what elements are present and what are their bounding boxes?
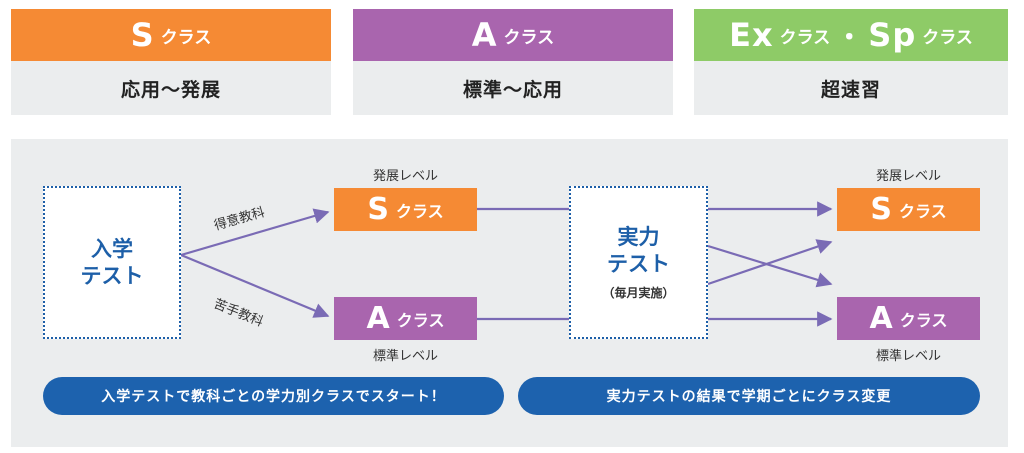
a-class-letter-right: A (869, 301, 894, 336)
proficiency-test-line2: テスト (607, 252, 670, 276)
card-ex-letter: Ex (729, 16, 774, 54)
s-class-suffix-left: クラス (395, 201, 444, 221)
card-a-letter: A (471, 16, 498, 54)
arrow-entrance-to-a (180, 253, 330, 318)
arrow-cross-up (707, 239, 833, 286)
s-class-suffix-right: クラス (898, 201, 947, 221)
card-sp-suffix: クラス (922, 27, 973, 48)
arrow-entrance-to-s (180, 208, 330, 257)
s-class-letter-right: S (870, 192, 893, 227)
a-class-suffix-left: クラス (396, 310, 445, 330)
s-class-letter-left: S (367, 192, 390, 227)
card-a-suffix: クラス (503, 27, 555, 48)
s-class-level-label-left: 発展レベル (372, 169, 438, 184)
summary-pill-entrance: 入学テストで教科ごとの学力別クラスでスタート！ (43, 377, 504, 415)
proficiency-test-box: 実力 テスト （毎月実施） (569, 186, 708, 339)
a-class-level-label-left: 標準レベル (372, 349, 438, 364)
entrance-test-line1: 入学 (91, 236, 133, 261)
card-a-description: 標準〜応用 (462, 78, 563, 101)
entrance-test-box: 入学 テスト (43, 186, 181, 339)
entrance-test-line2: テスト (80, 263, 144, 288)
card-s-description: 応用〜発展 (120, 78, 221, 101)
a-class-letter-left: A (366, 301, 391, 336)
s-class-level-label-right: 発展レベル (875, 169, 941, 184)
proficiency-test-line1: 実力 (617, 225, 660, 249)
card-separator-dot: ・ (836, 22, 863, 53)
card-ex-suffix: クラス (779, 27, 831, 48)
card-s-letter: S (130, 16, 155, 54)
summary-pill-proficiency: 実力テストの結果で学期ごとにクラス変更 (518, 377, 980, 415)
card-sp-letter: Sp (868, 16, 917, 54)
proficiency-test-note: （毎月実施） (602, 286, 675, 300)
a-class-suffix-right: クラス (899, 310, 948, 330)
card-ex-sp-description: 超速習 (820, 78, 881, 101)
arrow-cross-down (707, 244, 833, 288)
a-class-level-label-right: 標準レベル (875, 349, 941, 364)
card-s-suffix: クラス (160, 27, 212, 48)
